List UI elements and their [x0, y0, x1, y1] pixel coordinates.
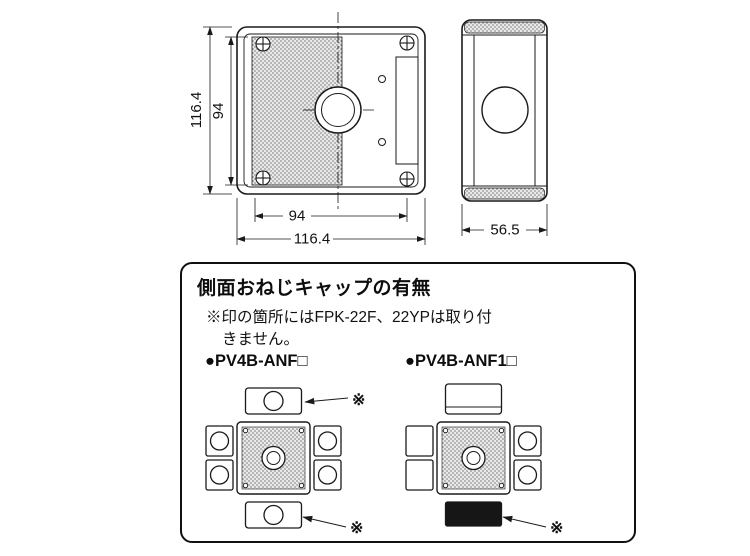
- mount-hole-top: [378, 75, 386, 83]
- dim-outer-height: 116.4: [188, 26, 232, 195]
- side-knockout: [481, 86, 529, 134]
- side-cap-panel: 側面おねじキャップの有無 ※印の箇所にはFPK-22F、22YPは取り付 きませ…: [180, 262, 636, 543]
- mount-plate: [395, 56, 419, 165]
- panel-note: ※印の箇所にはFPK-22F、22YPは取り付 きません。: [206, 307, 634, 351]
- top-cap-plain: [444, 383, 503, 415]
- bottom-cap-hole: [263, 504, 284, 526]
- dim-label-outer-height: 116.4: [188, 92, 205, 128]
- arrow-top: [304, 397, 349, 405]
- corner-screws: [255, 35, 415, 187]
- left-cap-lower-plain: [405, 459, 434, 491]
- mount-hole-bottom: [378, 138, 386, 146]
- dim-label-depth: 56.5: [490, 222, 519, 239]
- center-box: [236, 421, 311, 495]
- dim-inner-width: 94: [254, 198, 408, 225]
- side-top-cap: [464, 21, 545, 34]
- dim-label-outer-width: 116.4: [294, 231, 330, 248]
- center-knockout-inner: [321, 93, 355, 127]
- side-view: [461, 19, 548, 202]
- front-view: [236, 12, 426, 209]
- dimensions: 116.4 94 94 11: [188, 26, 548, 248]
- cap-diagrams: ※ ※: [205, 383, 563, 537]
- cap-diagram-anf: ※ ※: [205, 387, 365, 537]
- model-label-anf: ●PV4B-ANF□: [205, 352, 308, 370]
- technical-drawing: 116.4 94 94 11: [188, 12, 548, 248]
- asterisk-top: ※: [352, 392, 365, 409]
- side-bottom-cap: [464, 187, 545, 200]
- dim-label-inner-height: 94: [210, 103, 227, 120]
- asterisk-bottom: ※: [350, 520, 363, 537]
- bottom-cap-solid: [444, 501, 503, 527]
- dim-label-inner-width: 94: [289, 208, 306, 225]
- arrow-bottom: [302, 515, 347, 528]
- dim-depth: 56.5: [461, 204, 548, 239]
- panel-title: 側面おねじキャップの有無: [197, 278, 432, 299]
- note-line-2: きません。: [222, 331, 300, 348]
- note-line-1: ※印の箇所にはFPK-22F、22YPは取り付: [206, 309, 492, 326]
- dim-inner-height: 94: [210, 36, 248, 186]
- arrow-bottom: [502, 515, 547, 528]
- top-cap-hole: [263, 390, 284, 412]
- asterisk-bottom: ※: [550, 520, 563, 537]
- cap-diagram-anf1: ※: [405, 383, 563, 537]
- left-cap-upper-plain: [405, 425, 434, 457]
- center-box: [436, 421, 511, 495]
- model-label-anf1: ●PV4B-ANF1□: [405, 352, 517, 370]
- dim-outer-width: 116.4: [236, 198, 426, 248]
